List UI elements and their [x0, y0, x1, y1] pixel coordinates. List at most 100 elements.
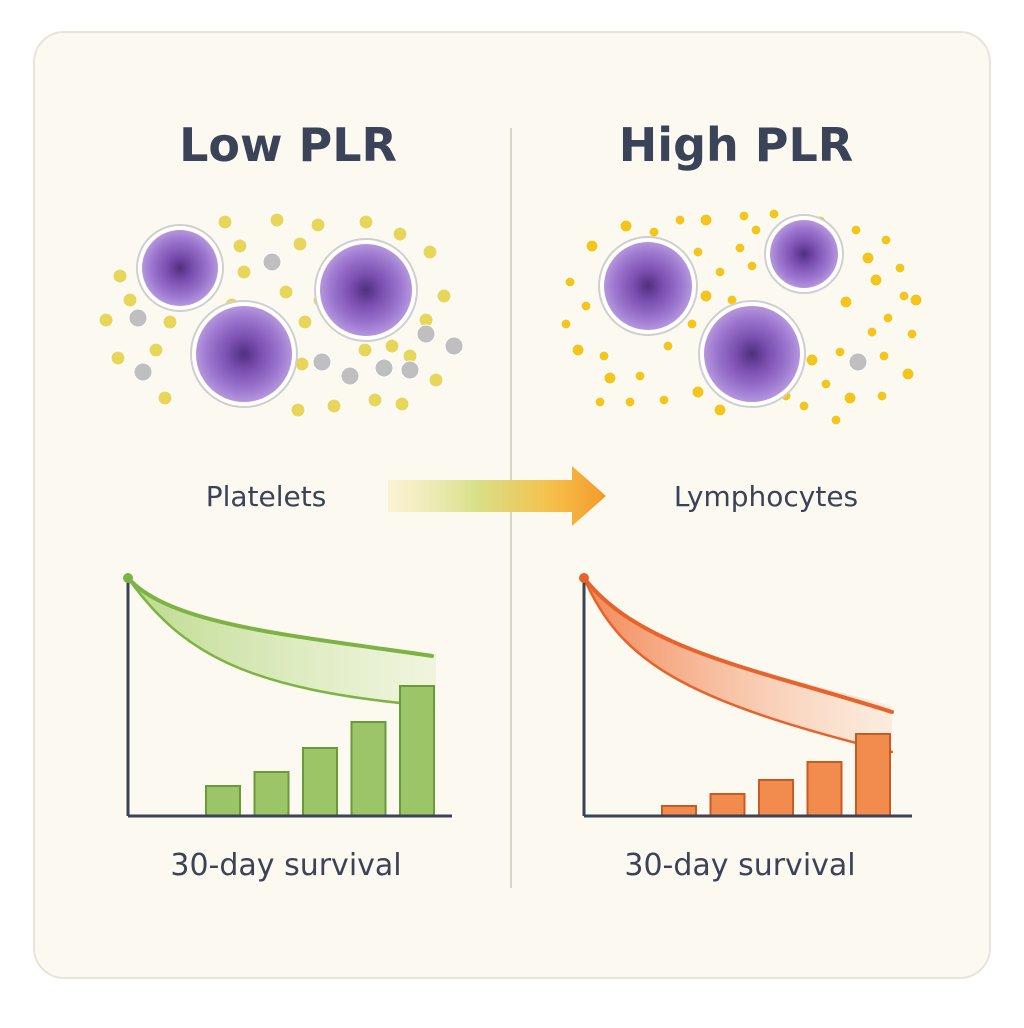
- platelet: [692, 246, 704, 258]
- survival-curve-lower: [126, 576, 434, 708]
- platelet: [768, 208, 780, 220]
- platelet: [619, 219, 633, 233]
- grey-cell: [340, 366, 360, 386]
- platelet: [326, 398, 342, 414]
- survival-bar: [709, 793, 746, 817]
- platelet: [269, 212, 285, 228]
- platelet: [866, 326, 878, 338]
- platelet: [738, 210, 750, 222]
- lymphocyte-cell-body: [770, 220, 838, 288]
- platelet: [750, 224, 762, 236]
- legend-label-platelets: Platelets: [205, 480, 327, 513]
- cell-cluster-high-plr: [560, 208, 923, 426]
- platelet: [843, 391, 857, 405]
- grey-cell: [444, 336, 464, 356]
- platelet: [869, 273, 883, 287]
- lymphocyte-cell-body: [196, 306, 292, 402]
- survival-bar: [758, 779, 794, 817]
- survival-bar: [350, 721, 387, 817]
- platelet: [594, 396, 606, 408]
- platelet: [585, 239, 599, 253]
- chart-caption-low-plr: 30-day survival: [170, 848, 402, 883]
- platelet: [157, 390, 173, 406]
- platelet: [162, 314, 178, 330]
- platelet: [898, 290, 910, 302]
- platelet: [876, 390, 888, 402]
- grey-cell: [400, 360, 420, 380]
- lymphocyte-cell-body: [320, 244, 412, 336]
- survival-curve-upper: [126, 576, 434, 658]
- platelet: [909, 293, 923, 307]
- platelet: [820, 378, 832, 390]
- platelet: [392, 226, 408, 242]
- grey-cell: [128, 308, 148, 328]
- platelet: [148, 342, 164, 358]
- platelet: [292, 236, 308, 252]
- platelet: [357, 342, 373, 358]
- platelet: [394, 396, 410, 412]
- platelet: [384, 338, 400, 354]
- platelet: [878, 350, 890, 362]
- platelet: [850, 224, 862, 236]
- platelet: [674, 214, 686, 226]
- platelet: [746, 260, 758, 272]
- platelet: [861, 251, 875, 265]
- platelet: [880, 234, 892, 246]
- survival-bar: [399, 685, 435, 817]
- platelet: [805, 353, 819, 367]
- cell-cluster-low-plr: [98, 212, 464, 418]
- survival-bar: [806, 761, 843, 817]
- platelet: [699, 213, 713, 227]
- platelet: [436, 288, 452, 304]
- survival-chart-low-plr: [123, 573, 452, 818]
- lymphocyte-cell-body: [142, 230, 218, 306]
- platelet: [278, 284, 294, 300]
- platelet: [714, 266, 726, 278]
- platelet: [658, 394, 670, 406]
- chart-caption-high-plr: 30-day survival: [624, 848, 856, 883]
- platelet: [894, 262, 906, 274]
- grey-cell: [312, 352, 332, 372]
- platelet: [290, 402, 306, 418]
- survival-bar: [855, 733, 891, 817]
- grey-cell: [374, 358, 394, 378]
- platelet: [624, 396, 636, 408]
- platelet: [110, 350, 126, 366]
- platelet: [297, 314, 313, 330]
- grey-cell: [416, 324, 436, 344]
- platelet: [699, 289, 713, 303]
- platelet: [422, 244, 438, 260]
- platelet: [603, 371, 617, 385]
- lymphocyte-cell-body: [604, 242, 692, 330]
- platelet: [648, 226, 660, 238]
- gradient-arrow: [388, 466, 606, 526]
- platelet: [236, 264, 252, 280]
- platelet: [232, 238, 248, 254]
- platelet: [358, 214, 374, 230]
- platelet: [98, 312, 114, 328]
- survival-bar: [205, 785, 241, 817]
- platelet: [906, 328, 918, 340]
- platelet: [662, 340, 674, 352]
- platelet: [217, 214, 233, 230]
- platelet: [580, 300, 592, 312]
- survival-bar: [253, 771, 290, 817]
- platelet: [571, 343, 585, 357]
- platelet: [901, 367, 915, 381]
- platelet: [598, 350, 610, 362]
- platelet: [882, 312, 894, 324]
- platelet: [691, 385, 705, 399]
- lymphocyte-cell-body: [704, 306, 800, 402]
- platelet: [839, 295, 853, 309]
- grey-cell: [133, 362, 153, 382]
- platelet: [122, 292, 138, 308]
- platelet: [634, 370, 646, 382]
- curve-start-point: [123, 573, 133, 583]
- platelet: [367, 392, 383, 408]
- platelet: [686, 318, 698, 330]
- grey-cell: [262, 252, 282, 272]
- platelet: [560, 318, 572, 330]
- platelet: [734, 242, 746, 254]
